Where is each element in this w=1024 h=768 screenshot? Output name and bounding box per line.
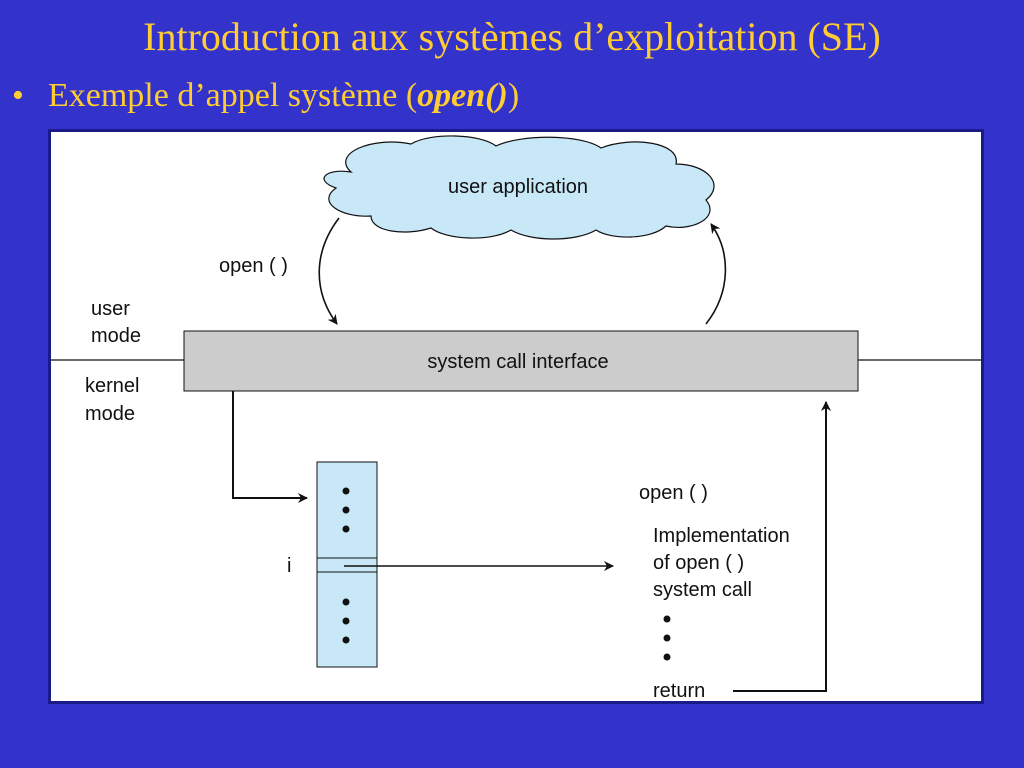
return-to-user-arrow bbox=[705, 223, 727, 325]
bullet-text-emphasis: open() bbox=[417, 77, 508, 114]
interface-bar bbox=[183, 330, 859, 392]
system-call-diagram: user application open ( ) user mode kern… bbox=[51, 135, 981, 701]
table-ellipsis-dot bbox=[342, 636, 350, 644]
open-call-label: open ( ) bbox=[219, 255, 288, 277]
kernel-mode-label-line1: kernel bbox=[85, 375, 139, 397]
bullet-dot: • bbox=[12, 77, 24, 114]
bullet-text-prefix: Exemple d’appel système ( bbox=[48, 77, 418, 114]
cloud-shape bbox=[323, 135, 715, 240]
table-index-label: i bbox=[287, 555, 291, 577]
user-mode-label-line1: user bbox=[91, 298, 130, 320]
implementation-line-1: Implementation bbox=[653, 525, 790, 547]
table-ellipsis-dot bbox=[342, 617, 350, 625]
kernel-mode-label-line2: mode bbox=[85, 403, 135, 425]
system-call-table bbox=[316, 461, 378, 668]
diagram-frame: user application open ( ) user mode kern… bbox=[48, 129, 984, 704]
table-ellipsis-dot bbox=[342, 487, 350, 495]
bullet-text-suffix: ) bbox=[507, 77, 520, 114]
user-mode-label-line2: mode bbox=[91, 325, 141, 347]
system-call-interface: system call interface bbox=[183, 330, 859, 392]
implementation-line-3: system call bbox=[653, 579, 752, 601]
cloud-label: user application bbox=[448, 176, 588, 198]
implementation-title: open ( ) bbox=[639, 482, 708, 504]
bullet-line: • Exemple d’appel système (open()) bbox=[12, 74, 519, 118]
implementation-ellipsis-dot bbox=[663, 615, 671, 623]
return-to-interface-arrow bbox=[733, 401, 831, 692]
user-application-cloud: user application bbox=[323, 135, 715, 240]
return-label: return bbox=[653, 680, 705, 701]
interface-to-table-arrow bbox=[232, 391, 308, 503]
implementation-line-2: of open ( ) bbox=[653, 552, 744, 574]
implementation-ellipsis-dot bbox=[663, 634, 671, 642]
table-ellipsis-dot bbox=[342, 525, 350, 533]
slide-title: Introduction aux systèmes d’exploitation… bbox=[143, 14, 881, 59]
implementation-ellipsis-dot bbox=[663, 653, 671, 661]
interface-label: system call interface bbox=[427, 351, 608, 373]
table-ellipsis-dot bbox=[342, 506, 350, 514]
table-ellipsis-dot bbox=[342, 598, 350, 606]
table-entry-i bbox=[316, 557, 378, 573]
open-call-arrow bbox=[318, 217, 340, 325]
